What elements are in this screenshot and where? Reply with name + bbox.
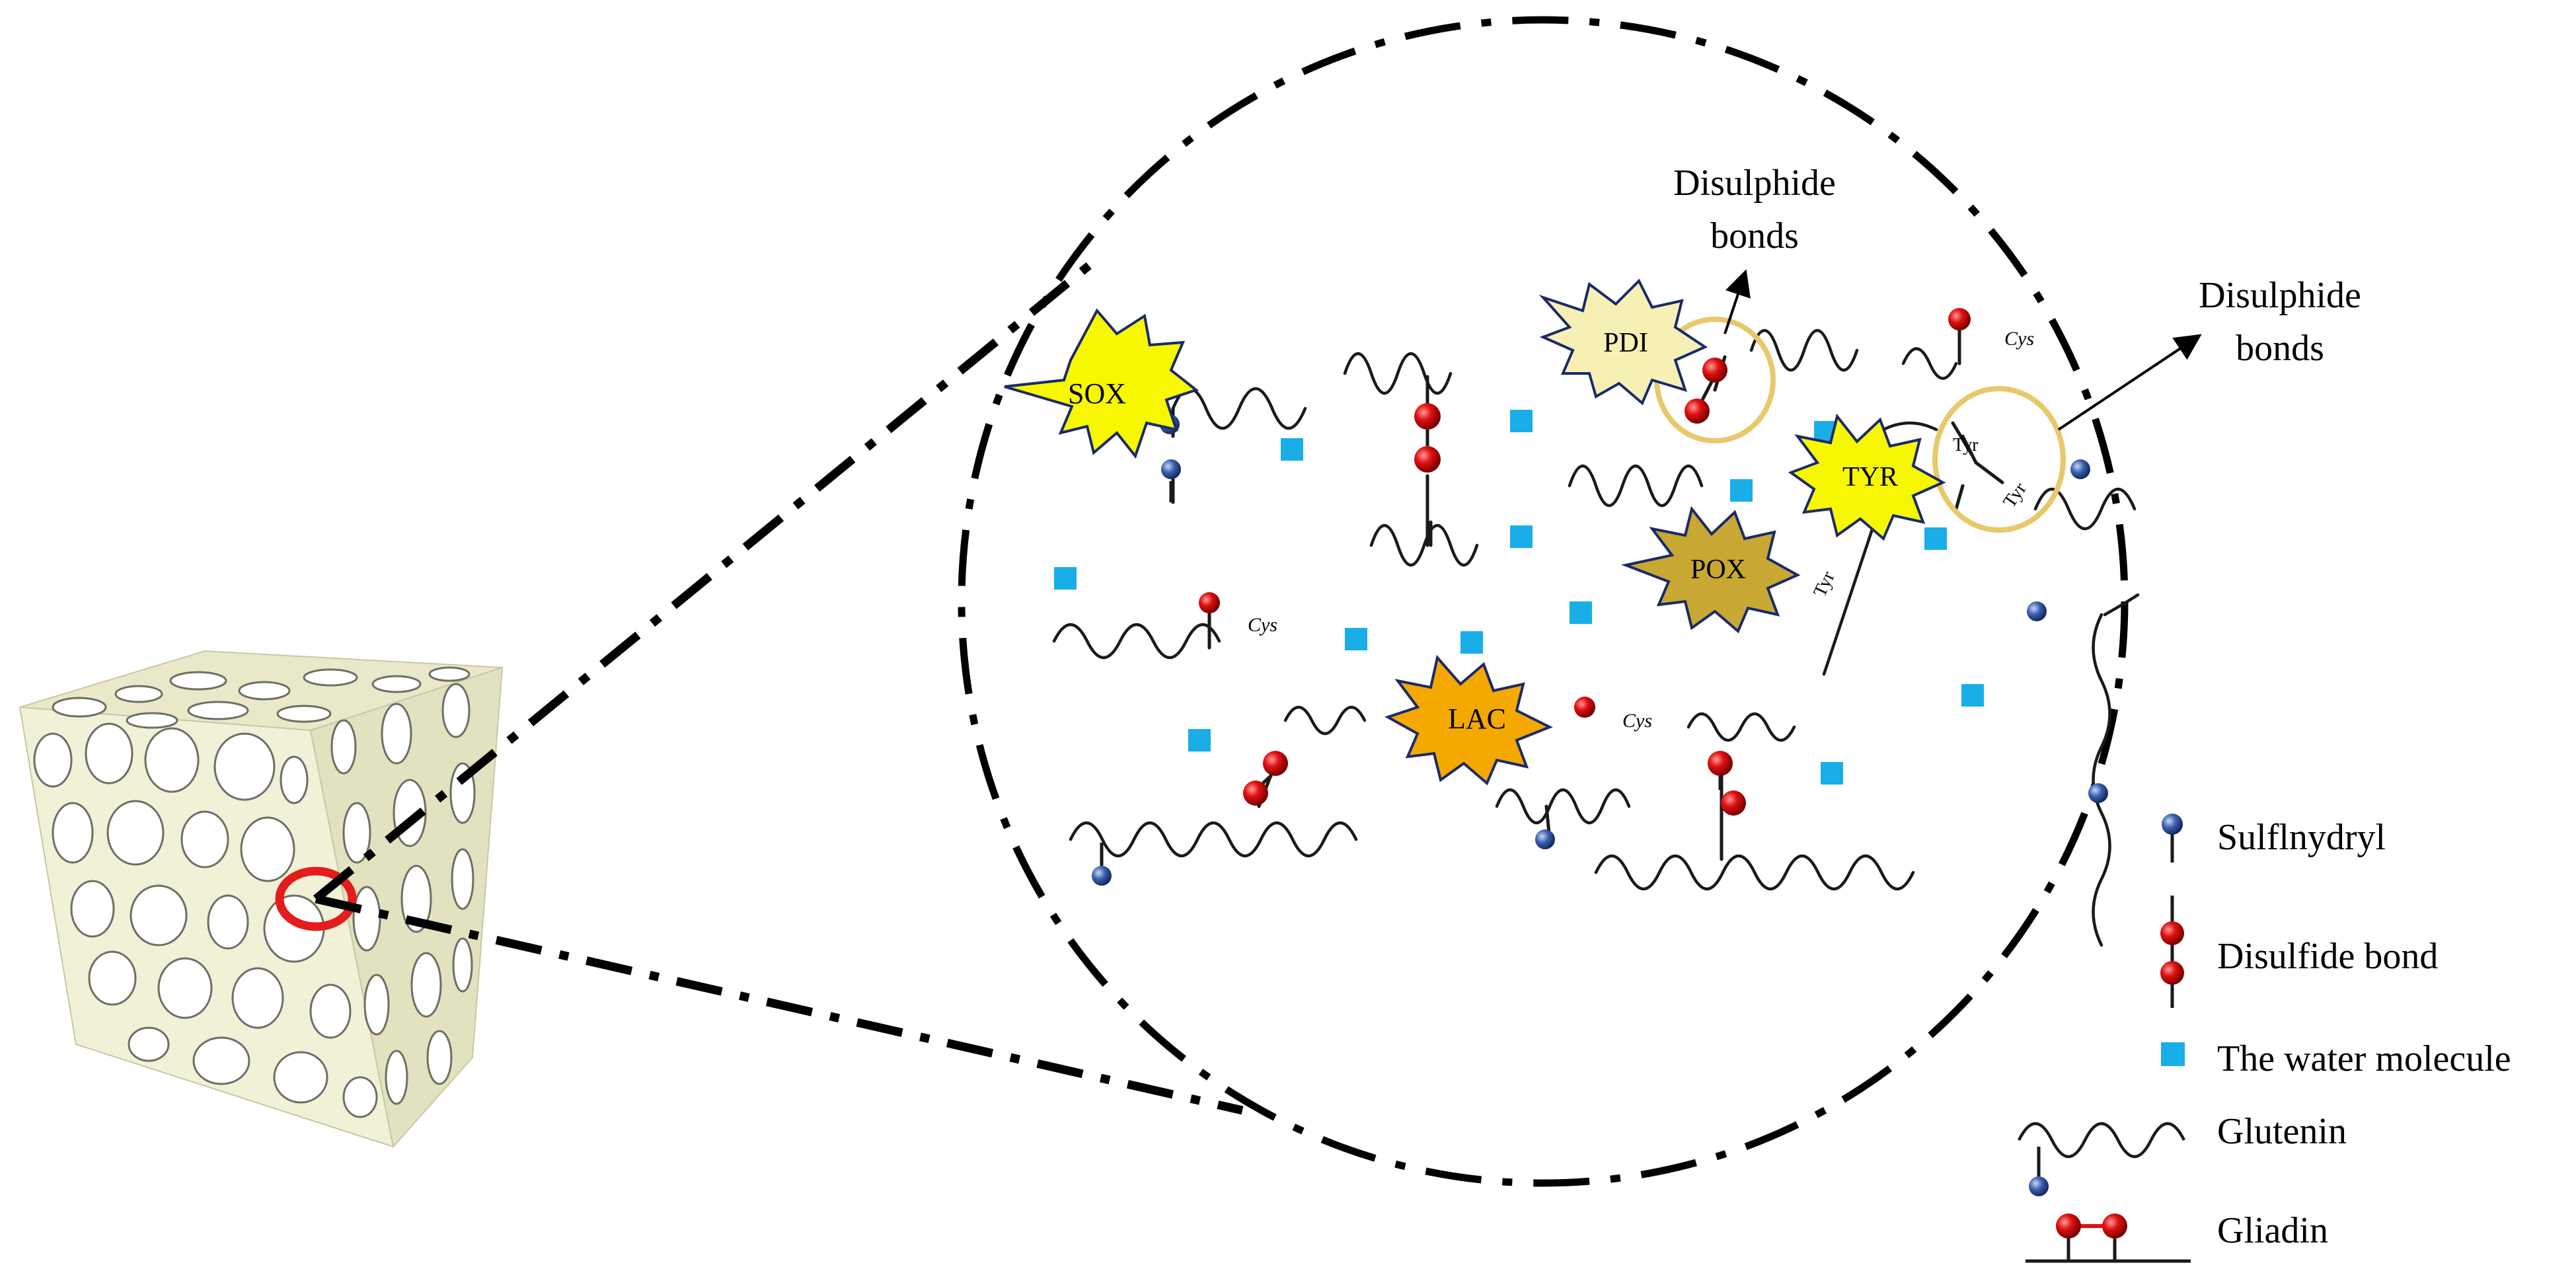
water-molecule	[1460, 631, 1483, 654]
legend-item-glutenin: Glutenin	[2017, 1111, 2347, 1196]
sulfhydryl-bead	[1092, 866, 1112, 886]
legend-label-glutenin: Glutenin	[2217, 1111, 2347, 1152]
water-molecule	[1345, 628, 1367, 650]
protein-chains	[1052, 328, 2140, 947]
callout-1-line2: bonds	[1710, 215, 1799, 256]
water-molecule	[1281, 438, 1303, 461]
callout-1-line1: Disulphide	[1673, 163, 1836, 204]
water-molecules	[1054, 410, 1984, 785]
enzyme-burst-lac	[1384, 654, 1553, 786]
zoom-line-upper	[313, 260, 1094, 903]
cysteine-bead	[1574, 697, 1595, 718]
bond-sticks	[1171, 328, 2004, 861]
enzyme-label-pox: POX	[1690, 555, 1746, 585]
enzyme-burst-pdi	[1538, 278, 1708, 406]
callout-2-line2: bonds	[2236, 328, 2324, 369]
water-molecule	[1730, 479, 1753, 502]
water-molecule	[1924, 527, 1947, 550]
zoom-line-lower	[315, 894, 1244, 1115]
legend-item-water: The water molecule	[2161, 1038, 2511, 1079]
legend-item-gliadin: Gliadin	[2026, 1210, 2328, 1263]
callout-arrows	[1724, 269, 2202, 431]
legend-label-sulfhydryl: Sulflnydryl	[2217, 817, 2386, 858]
residue-cys-1: Cys	[2004, 328, 2034, 350]
sulfhydryl-bead	[2070, 459, 2090, 479]
callout-arrow-1	[1724, 269, 1751, 334]
glutenin-bead-icon	[2029, 1176, 2049, 1196]
callout-2-line1: Disulphide	[2199, 275, 2361, 316]
legend: Sulflnydryl Disulfide bond The water mol…	[2017, 814, 2511, 1263]
disulfide-bond	[1708, 751, 1746, 816]
enzyme-label-tyr: TYR	[1842, 462, 1898, 492]
water-molecule	[1510, 525, 1533, 548]
water-molecule	[1510, 410, 1533, 432]
water-molecule	[1961, 684, 1984, 707]
residue-cys-3: Cys	[1622, 710, 1652, 732]
callout-arrow-2	[2057, 334, 2202, 431]
legend-label-water: The water molecule	[2217, 1038, 2511, 1079]
water-square-icon	[2161, 1042, 2185, 1066]
enzyme-label-pdi: PDI	[1603, 328, 1648, 358]
magnified-view-circle	[958, 16, 2129, 1187]
enzyme-tyr: TYR	[1788, 413, 1946, 541]
porous-gluten-cube	[19, 650, 504, 1149]
water-molecule	[1570, 601, 1592, 624]
water-molecule	[1188, 729, 1211, 751]
sulfhydryl-bead	[2088, 783, 2108, 803]
cysteine-bead	[1199, 592, 1220, 613]
enzyme-lac: LAC	[1384, 654, 1553, 786]
gliadin-bead-icon	[2102, 1213, 2127, 1239]
enzyme-burst-sox	[1004, 308, 1199, 459]
disulfide-bead-icon	[2160, 921, 2184, 945]
gliadin-bead-icon	[2056, 1213, 2081, 1239]
residue-labels: Cys Cys Cys	[1248, 328, 2034, 732]
legend-label-disulfide: Disulfide bond	[2217, 936, 2438, 977]
sulfhydryl-bead	[1535, 829, 1555, 849]
sulfhydryl-bead-icon	[2162, 814, 2183, 835]
disulfide-bond	[1243, 751, 1288, 806]
legend-label-gliadin: Gliadin	[2217, 1210, 2328, 1251]
enzyme-label-lac: LAC	[1448, 703, 1506, 735]
enzyme-burst-pox	[1621, 506, 1801, 634]
cysteine-bead	[1948, 308, 1971, 330]
sulfhydryl-groups	[1092, 414, 2108, 886]
residue-tyr-2: Tyr	[1999, 479, 2031, 512]
enzyme-sox: SOX	[1004, 308, 1199, 459]
legend-item-disulfide: Disulfide bond	[2160, 896, 2438, 1008]
zoom-ring	[275, 866, 357, 931]
sulfhydryl-bead	[2027, 601, 2047, 621]
highlight-ring-tyr	[1932, 386, 2066, 533]
legend-item-sulfhydryl: Sulflnydryl	[2162, 814, 2386, 863]
residue-tyr-3: Tyr	[1809, 568, 1839, 600]
zoom-lines	[313, 260, 1244, 1115]
cube-pores	[33, 666, 476, 1118]
residue-cys-2: Cys	[1248, 614, 1277, 636]
disulfide-bond	[1685, 358, 1727, 424]
water-molecule	[1821, 762, 1843, 785]
water-molecule	[1054, 567, 1077, 590]
disulfide-bond	[1414, 403, 1441, 473]
enzyme-pdi: PDI	[1538, 278, 1708, 406]
callout-labels: Disulphide bonds Disulphide bonds	[1673, 163, 2361, 369]
disulfide-bonds	[1199, 308, 1971, 816]
disulfide-bead-icon	[2160, 961, 2184, 985]
sulfhydryl-bead	[1161, 459, 1181, 479]
enzyme-pox: POX	[1621, 506, 1801, 634]
residue-tyr-1: Tyr	[1953, 435, 1979, 455]
enzyme-burst-tyr	[1788, 413, 1946, 541]
enzyme-label-sox: SOX	[1068, 377, 1126, 410]
